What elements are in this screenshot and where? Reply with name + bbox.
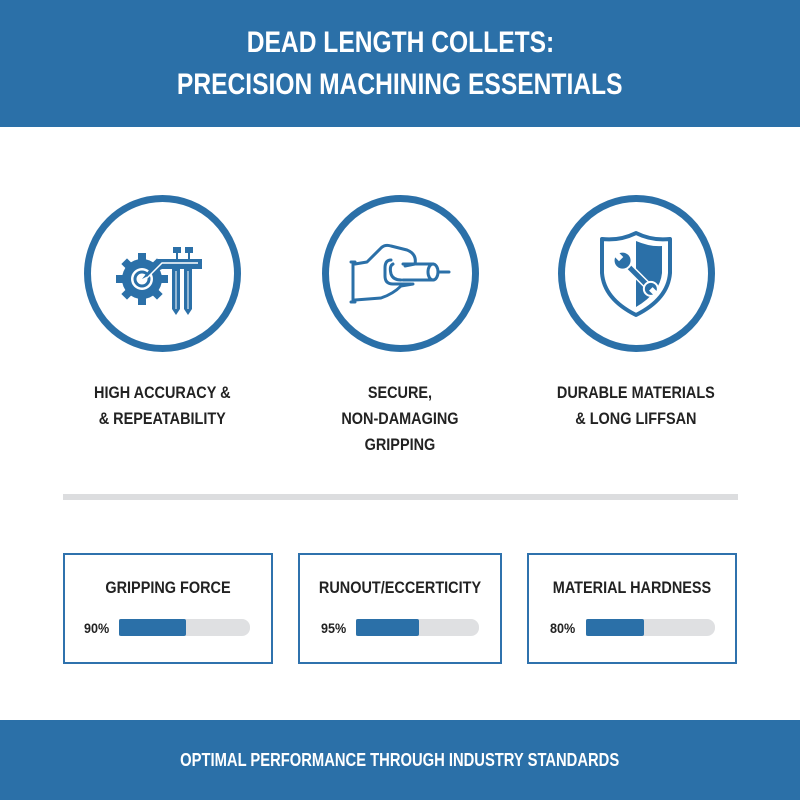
metric-value: 90%	[84, 620, 110, 636]
page-title-line-1: DEAD LENGTH COLLETS:	[246, 25, 554, 59]
progress-track	[356, 619, 479, 636]
metric-card-material-hardness: MATERIAL HARDNESS 80%	[527, 553, 737, 664]
feature-label-line: GRIPPING	[364, 435, 436, 454]
feature-circle	[321, 195, 479, 352]
section-divider	[63, 494, 738, 500]
metric-card-runout: RUNOUT/ECCERTICITY 95%	[298, 553, 502, 664]
feature-label-line: NON-DAMAGING	[341, 409, 459, 428]
feature-accuracy: HIGH ACCURACY & & REPEATABILITY	[62, 195, 262, 432]
header-banner: DEAD LENGTH COLLETS: PRECISION MACHINING…	[0, 0, 800, 127]
feature-gripping: SECURE, NON-DAMAGING GRIPPING	[300, 195, 500, 458]
shield-wrench-icon	[600, 230, 672, 317]
feature-circle	[83, 195, 241, 352]
metric-title: GRIPPING FORCE	[105, 578, 231, 597]
feature-label-durability: DURABLE MATERIALS & LONG LIFFSAN	[557, 380, 715, 432]
metric-value: 80%	[550, 620, 576, 636]
feature-label-line: & REPEATABILITY	[98, 409, 226, 428]
feature-durability: DURABLE MATERIALS & LONG LIFFSAN	[536, 195, 736, 432]
feature-label-line: HIGH ACCURACY &	[93, 383, 231, 402]
metric-value: 95%	[321, 620, 347, 636]
progress-track	[119, 619, 250, 636]
progress-fill	[119, 619, 186, 636]
feature-label-gripping: SECURE, NON-DAMAGING GRIPPING	[341, 380, 458, 458]
metric-title: RUNOUT/ECCERTICITY	[318, 578, 482, 597]
feature-label-line: DURABLE MATERIALS	[557, 383, 715, 402]
page-title-line-2: PRECISION MACHINING ESSENTIALS	[177, 67, 623, 101]
progress-fill	[586, 619, 644, 636]
metric-title: MATERIAL HARDNESS	[552, 578, 712, 597]
feature-label-accuracy: HIGH ACCURACY & & REPEATABILITY	[94, 380, 230, 432]
feature-label-line: SECURE,	[367, 383, 433, 402]
progress-fill	[356, 619, 419, 636]
progress-track	[586, 619, 715, 636]
gear-caliper-icon	[116, 246, 202, 315]
metric-card-gripping-force: GRIPPING FORCE 90%	[63, 553, 273, 664]
footer-tagline: OPTIMAL PERFORMANCE THROUGH INDUSTRY STA…	[180, 749, 620, 770]
hand-gripping-cylinder-icon	[349, 243, 451, 303]
footer-banner: OPTIMAL PERFORMANCE THROUGH INDUSTRY STA…	[0, 720, 800, 800]
feature-circle	[557, 195, 715, 352]
feature-label-line: & LONG LIFFSAN	[575, 409, 697, 428]
